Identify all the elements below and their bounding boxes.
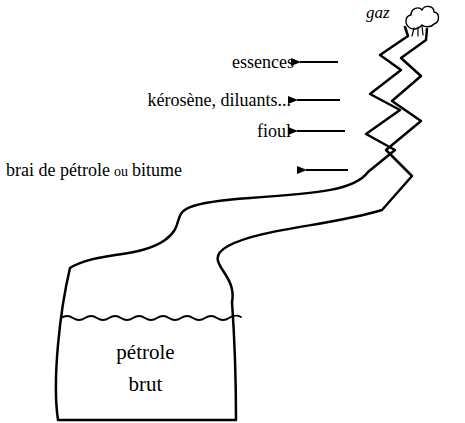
fraction-label: fioul	[257, 120, 291, 142]
flask-contents: pétrole brut	[98, 336, 193, 400]
fraction-label: kérosène, diluants...	[148, 89, 291, 111]
fraction-label: bitume	[132, 159, 182, 181]
gas-label: gaz	[366, 2, 390, 24]
fraction-label: ou	[114, 161, 128, 183]
fraction-label: essences	[232, 51, 294, 73]
node-text: pétrole brut	[98, 336, 193, 400]
fraction-label: brai de pétrole	[6, 159, 110, 181]
